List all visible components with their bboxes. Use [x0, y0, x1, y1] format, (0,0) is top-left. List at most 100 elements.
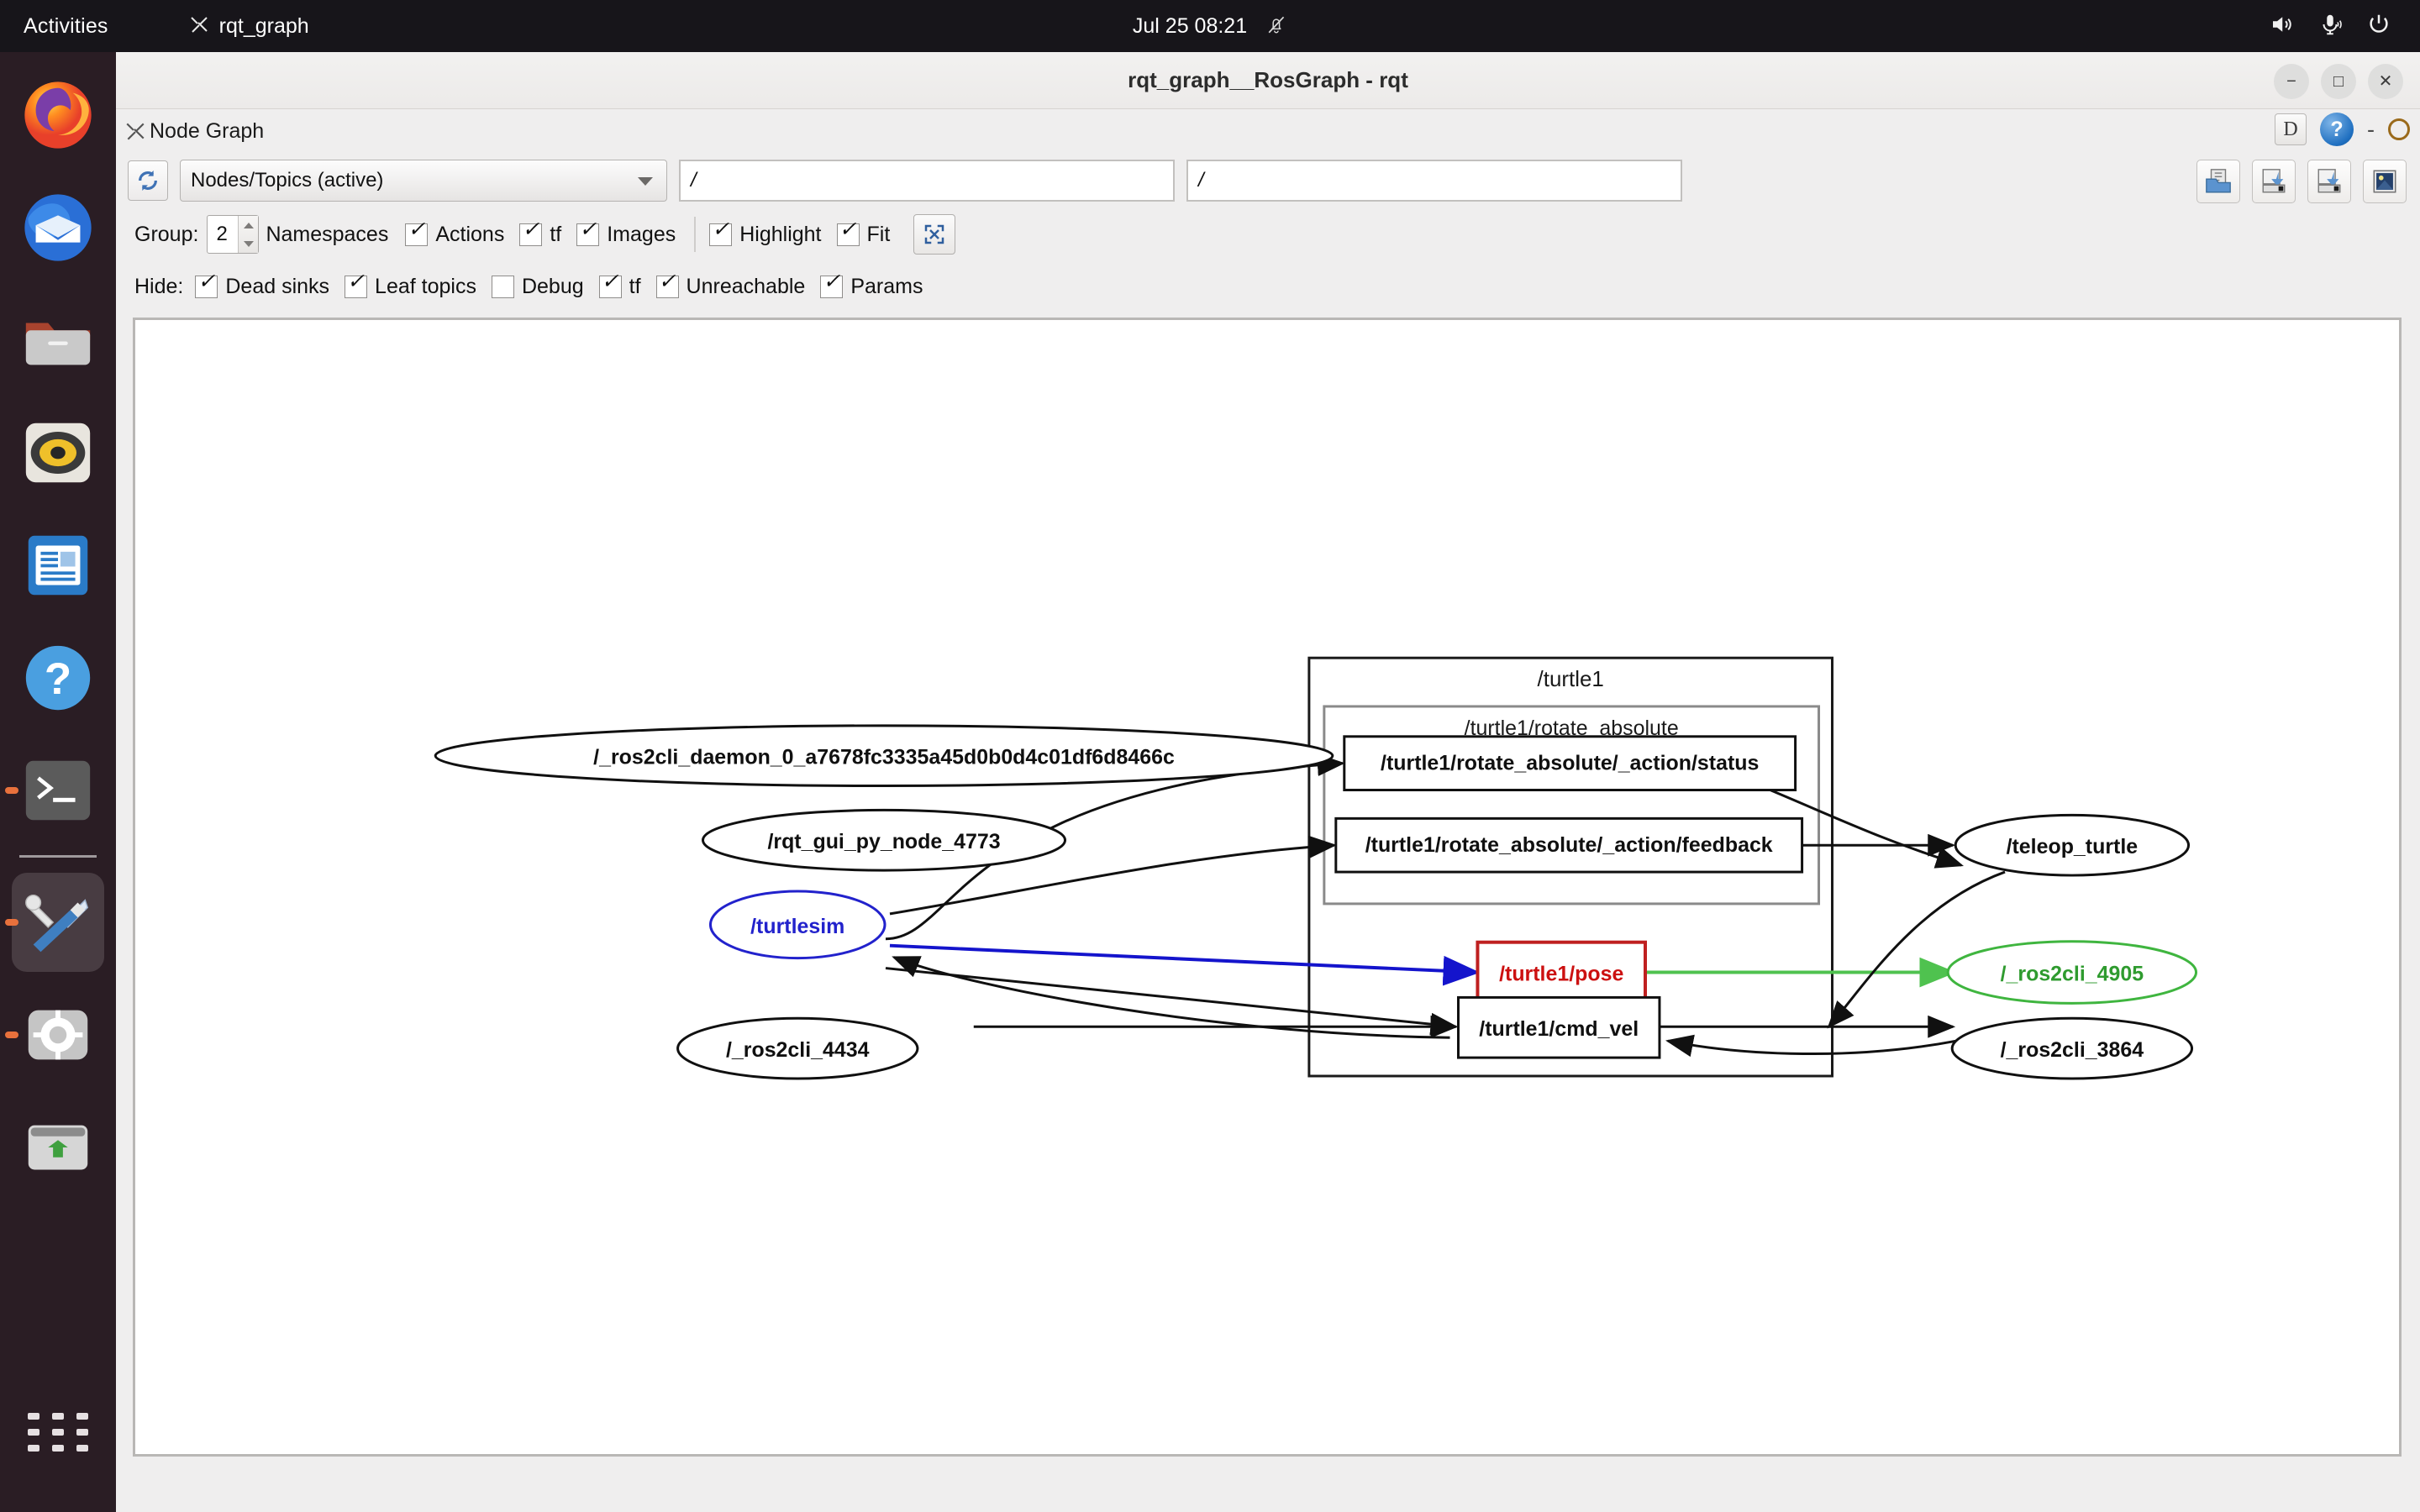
fit-in-view-button[interactable] — [913, 214, 956, 255]
checkbox-images-label: Images — [607, 222, 676, 246]
save-image-button[interactable] — [2363, 160, 2407, 203]
window-controls[interactable]: − □ ✕ — [2274, 64, 2403, 99]
dock-toggle-button[interactable]: D — [2275, 113, 2307, 145]
checkbox-tf-label: tf — [550, 222, 562, 246]
files-folder-icon — [18, 301, 97, 380]
minimize-button[interactable]: − — [2274, 64, 2309, 99]
help-icon[interactable]: ? — [2320, 113, 2354, 146]
checkbox-images[interactable]: Images — [576, 219, 676, 247]
ros-node-graph[interactable]: /turtle1 /turtle1/rotate_absolute — [135, 320, 2399, 1454]
checkbox-highlight-box[interactable] — [709, 219, 733, 246]
checkbox-highlight[interactable]: Highlight — [709, 219, 822, 247]
topic-filter-input[interactable]: / — [1186, 160, 1682, 202]
group-stepper[interactable]: 2 — [207, 215, 260, 254]
topic-action-feedback-label: /turtle1/rotate_absolute/_action/feedbac… — [1365, 833, 1773, 857]
node-turtlesim[interactable]: /turtlesim — [708, 890, 886, 960]
edge-ros2cli-3864-to-cmd-vel[interactable] — [1665, 1034, 1957, 1058]
edge-turtlesim-to-pose[interactable] — [889, 943, 1481, 986]
maximize-button[interactable]: □ — [2321, 64, 2356, 99]
checkbox-hide-tf-box[interactable] — [598, 271, 622, 298]
node-rqt-gui-py-node[interactable]: /rqt_gui_py_node_4773 — [701, 808, 1067, 872]
graph-canvas[interactable]: /turtle1 /turtle1/rotate_absolute — [133, 318, 2402, 1457]
save-svg-button[interactable] — [2307, 160, 2351, 203]
stepper-up-icon[interactable] — [243, 222, 254, 228]
checkbox-debug-box[interactable] — [491, 275, 514, 298]
graph-export-buttons[interactable] — [2196, 160, 2407, 203]
dock-item-help[interactable]: ? — [0, 622, 116, 734]
running-indicator — [5, 787, 18, 794]
dock-item-terminal[interactable] — [0, 734, 116, 847]
checkbox-fit[interactable]: Fit — [836, 219, 891, 247]
node-ros2cli-4434[interactable]: /_ros2cli_4434 — [676, 1016, 919, 1080]
svg-text:?: ? — [45, 654, 71, 704]
checkbox-tf[interactable]: tf — [519, 219, 562, 247]
show-applications-button[interactable] — [0, 1386, 116, 1478]
clock-area[interactable]: Jul 25 08:21 — [1133, 13, 1287, 39]
ubuntu-dock[interactable]: ? — [0, 52, 116, 1512]
dock-item-firefox[interactable] — [0, 59, 116, 171]
topic-node-turtle1-pose[interactable]: /turtle1/pose — [1476, 940, 1647, 1005]
firefox-icon — [18, 76, 97, 155]
panel-close-button[interactable] — [2388, 118, 2410, 140]
volume-icon — [2269, 12, 2294, 41]
refresh-button[interactable] — [128, 160, 168, 201]
topic-action-status-label: /turtle1/rotate_absolute/_action/status — [1381, 752, 1759, 775]
settings-gear-icon — [18, 995, 97, 1074]
activities-button[interactable]: Activities — [24, 13, 108, 38]
window-titlebar[interactable]: rqt_graph__RosGraph - rqt − □ ✕ — [116, 52, 2420, 109]
checkbox-hide-tf[interactable]: tf — [598, 271, 641, 299]
node-teleop-turtle-label: /teleop_turtle — [2007, 835, 2139, 858]
panel-controls[interactable]: D ? - — [2275, 113, 2410, 146]
checkbox-dead-sinks-box[interactable] — [195, 271, 218, 298]
node-ros2cli-3864[interactable]: /_ros2cli_3864 — [1950, 1016, 2194, 1080]
topic-node-action-feedback[interactable]: /turtle1/rotate_absolute/_action/feedbac… — [1334, 816, 1804, 874]
save-dot-button[interactable] — [2252, 160, 2296, 203]
gnome-top-bar: Activities rqt_graph Jul 25 08:21 — [0, 0, 2420, 52]
topic-node-turtle1-cmd-vel[interactable]: /turtle1/cmd_vel — [1456, 995, 1661, 1059]
dock-item-rqt[interactable] — [0, 866, 116, 979]
node-ros2cli-daemon[interactable]: /_ros2cli_daemon_0_a7678fc3335a45d0b0d4c… — [434, 724, 1334, 788]
checkbox-debug[interactable]: Debug — [491, 275, 584, 299]
node-teleop-turtle[interactable]: /teleop_turtle — [1954, 813, 2191, 877]
edge-turtlesim-to-action-feedback[interactable] — [889, 835, 1337, 916]
dock-item-libreoffice-writer[interactable] — [0, 509, 116, 622]
node-filter-input[interactable]: / — [679, 160, 1175, 202]
checkbox-fit-box[interactable] — [836, 219, 860, 246]
system-tray[interactable] — [2269, 12, 2391, 41]
checkbox-params-label: Params — [850, 274, 923, 298]
topic-node-action-status[interactable]: /turtle1/rotate_absolute/_action/status — [1343, 735, 1797, 792]
checkbox-actions[interactable]: Actions — [405, 219, 504, 247]
checkbox-params[interactable]: Params — [820, 271, 923, 299]
dock-item-files[interactable] — [0, 284, 116, 396]
stepper-down-icon[interactable] — [243, 240, 254, 247]
dock-item-rhythmbox[interactable] — [0, 396, 116, 509]
edge-turtlesim-to-cmd-vel[interactable] — [885, 967, 1459, 1036]
checkbox-leaf-topics[interactable]: Leaf topics — [345, 271, 476, 299]
edge-cmd-vel-to-turtlesim[interactable] — [892, 956, 1450, 1039]
dock-item-trash[interactable] — [0, 1091, 116, 1204]
checkbox-tf-box[interactable] — [519, 219, 543, 246]
node-filter-value: / — [691, 169, 697, 192]
graph-hide-row: Hide: Dead sinks Leaf topics Debug tf Un… — [116, 260, 2420, 312]
edge-teleop-to-cmd-vel[interactable] — [1827, 870, 2006, 1029]
checkbox-unreachable[interactable]: Unreachable — [655, 271, 805, 299]
panel-float-button[interactable]: - — [2367, 116, 2375, 142]
node-ros2cli-4905[interactable]: /_ros2cli_4905 — [1946, 940, 2198, 1005]
cluster-turtle1[interactable]: /turtle1 — [1307, 656, 1833, 1078]
checkbox-actions-box[interactable] — [405, 219, 429, 246]
checkbox-images-box[interactable] — [576, 219, 600, 246]
graph-type-select[interactable]: Nodes/Topics (active) — [180, 160, 667, 202]
dock-item-thunderbird[interactable] — [0, 171, 116, 284]
stepper-arrows[interactable] — [238, 216, 259, 253]
checkbox-params-box[interactable] — [820, 271, 844, 298]
fit-in-view-icon — [925, 224, 944, 244]
close-button[interactable]: ✕ — [2368, 64, 2403, 99]
load-dot-button[interactable] — [2196, 160, 2240, 203]
group-value: 2 — [216, 223, 228, 245]
dock-item-settings[interactable] — [0, 979, 116, 1091]
checkbox-dead-sinks[interactable]: Dead sinks — [195, 271, 329, 299]
checkbox-leaf-topics-box[interactable] — [345, 271, 368, 298]
checkbox-unreachable-box[interactable] — [655, 271, 679, 298]
focused-app-indicator[interactable]: rqt_graph — [189, 14, 309, 39]
checkbox-fit-label: Fit — [866, 222, 891, 246]
